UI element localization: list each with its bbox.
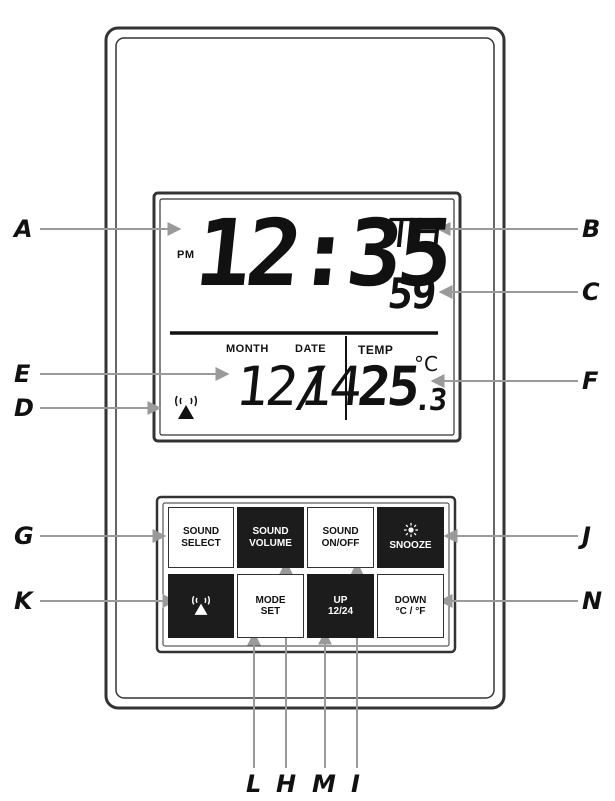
sound-volume-label-1: SOUND [252,526,289,537]
callout-label-l: L [246,770,262,798]
date-display: 14 [296,355,363,418]
temperature-unit: °C [414,352,438,376]
down-button[interactable]: DOWN °C / °F [377,574,444,638]
temperature-decimal: .3 [412,383,447,418]
button-panel-inner [162,502,450,647]
temp-label: TEMP [358,343,394,357]
sound-volume-button[interactable]: SOUND VOLUME [237,507,304,568]
radio-sync-button[interactable] [168,574,234,638]
seconds-display: 59 [385,269,438,318]
light-icon [403,523,418,538]
clock-housing-inner [115,37,495,699]
up-button[interactable]: UP 12/24 [307,574,374,638]
sound-volume-label-2: VOLUME [249,537,292,549]
sound-onoff-label-1: SOUND [322,526,359,537]
lcd-frame-outer [152,191,462,443]
down-label-1: DOWN [394,594,427,606]
callout-label-h: H [276,770,297,798]
sound-select-label-2: SELECT [181,537,221,549]
mode-set-label-1: MODE [255,594,286,606]
button-panel-outer [155,495,457,654]
weekday-display: TH [385,211,445,257]
callout-label-k: K [14,587,33,615]
callout-label-m: M [312,770,336,798]
callout-label-d: D [14,394,34,422]
callout-label-i: I [351,770,360,798]
callout-label-e: E [14,360,31,388]
lcd-frame-inner [159,198,455,436]
sound-select-label-1: SOUND [182,526,220,537]
callout-label-j: J [582,522,591,550]
sound-onoff-label-2: ON/OFF [321,537,360,549]
callout-label-c: C [582,278,600,306]
clock-housing-outer [104,26,506,710]
temperature-display: 25 [354,355,421,418]
mode-set-label-2: SET [260,606,281,617]
down-label-2: °C / °F [395,606,426,617]
callout-label-b: B [582,215,601,243]
sound-onoff-button[interactable]: SOUND ON/OFF [307,507,374,568]
up-label-2: 12/24 [327,606,354,617]
up-label-1: UP [333,594,348,606]
mode-set-button[interactable]: MODE SET [237,574,304,638]
radio-signal-icon [192,595,210,615]
date-label: DATE [295,343,327,355]
snooze-button[interactable]: SNOOZE [377,507,444,568]
month-label: MONTH [226,343,269,355]
callout-label-a: A [14,215,33,243]
callout-label-g: G [14,522,34,550]
radio-signal-icon [175,395,197,419]
callout-label-n: N [582,587,603,615]
callout-label-f: F [582,367,599,395]
snooze-label: SNOOZE [389,540,432,552]
am-pm-indicator: PM [177,249,195,261]
sound-select-button[interactable]: SOUND SELECT [168,507,234,568]
